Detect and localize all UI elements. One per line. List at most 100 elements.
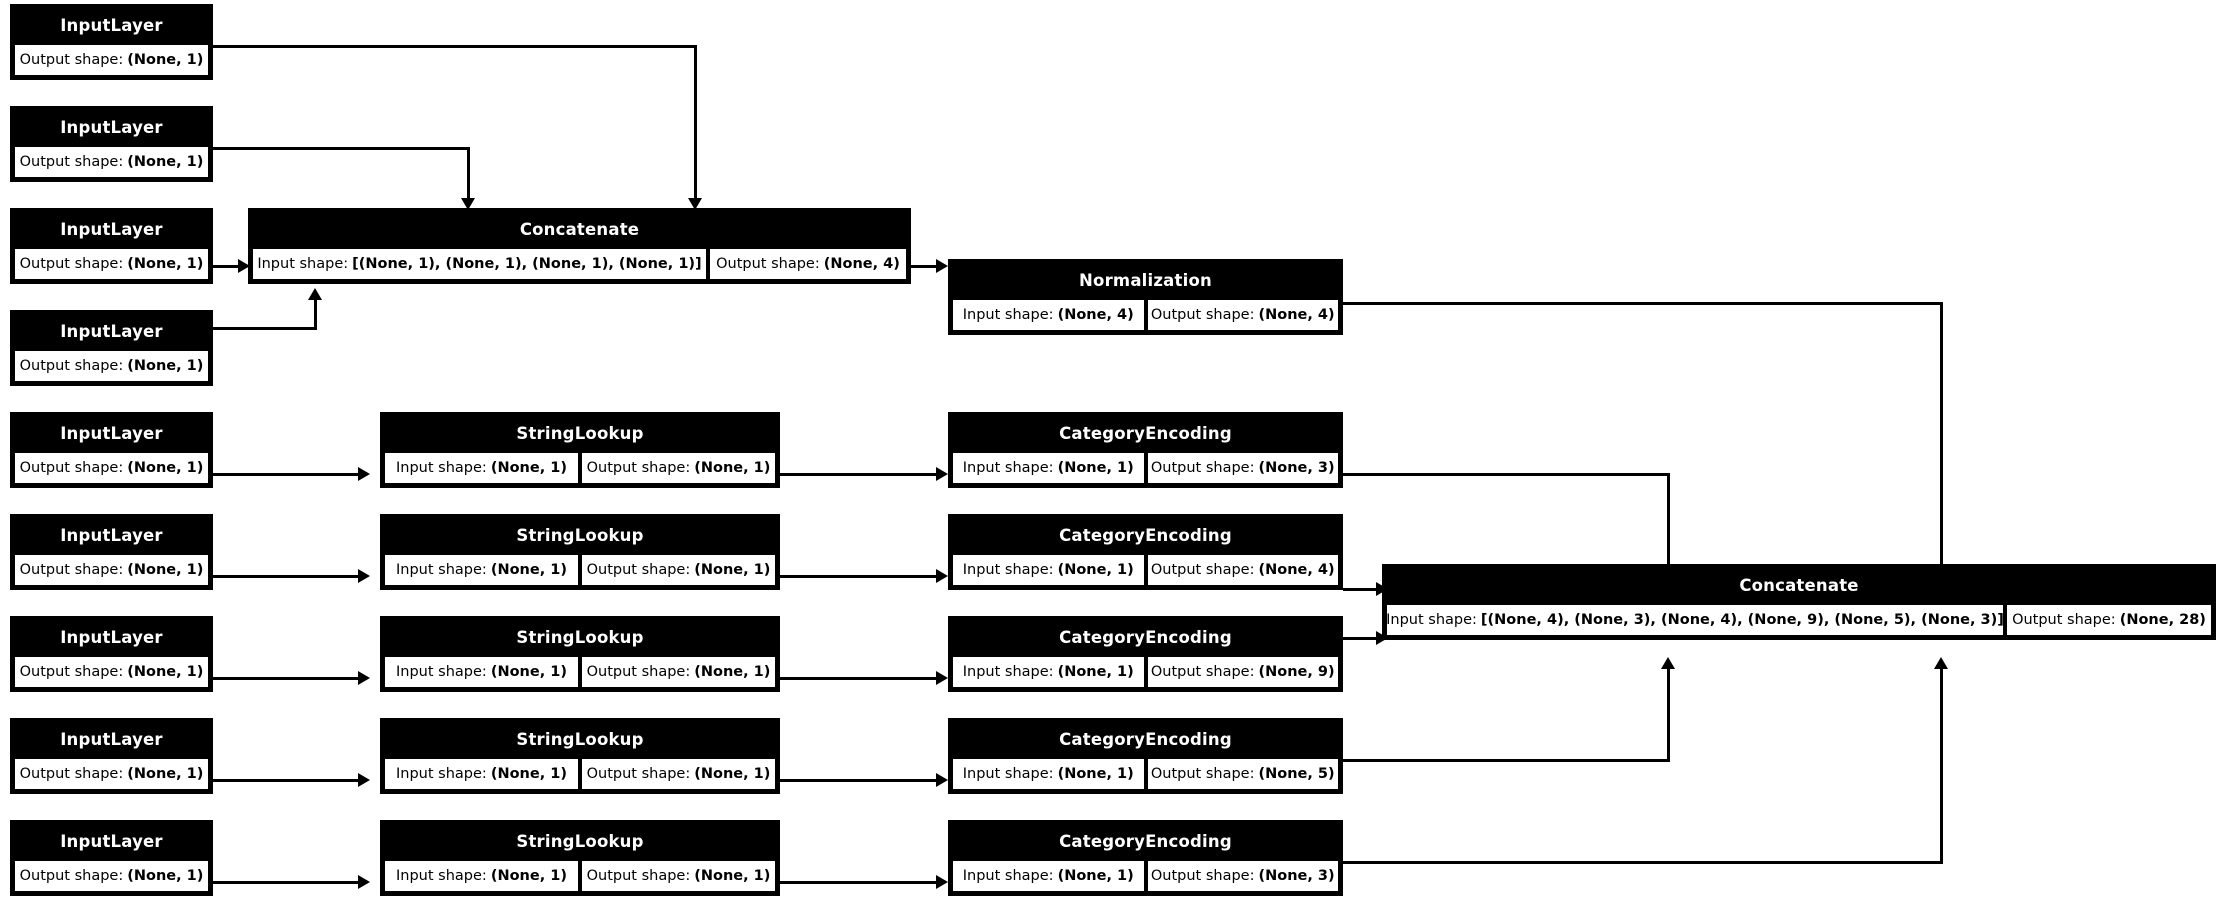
input-shape-cell: Input shape: (None, 1)	[383, 655, 580, 689]
edge-lookup5-to-encode5	[780, 881, 943, 884]
output-shape-prefix: Output shape:	[586, 664, 691, 680]
node-title: Concatenate	[1385, 567, 2213, 603]
node-concatenate-numeric[interactable]: Concatenate Input shape: [(None, 1), (No…	[248, 208, 911, 284]
output-shape-cell: Output shape: (None, 1)	[13, 247, 210, 281]
node-category-encoding-1[interactable]: CategoryEncoding Input shape: (None, 1) …	[948, 412, 1343, 488]
output-shape-value: (None, 1)	[694, 664, 771, 680]
node-input-layer-8[interactable]: InputLayer Output shape: (None, 1)	[10, 718, 213, 794]
output-shape-cell: Output shape: (None, 1)	[13, 145, 210, 179]
node-string-lookup-1[interactable]: StringLookup Input shape: (None, 1) Outp…	[380, 412, 780, 488]
arrowhead-input1-concat	[688, 198, 702, 210]
output-shape-prefix: Output shape:	[19, 154, 124, 170]
arrowhead-input9-lookup5	[358, 875, 370, 889]
node-input-layer-4[interactable]: InputLayer Output shape: (None, 1)	[10, 310, 213, 386]
output-shape-value: (None, 1)	[127, 562, 204, 578]
node-title: CategoryEncoding	[951, 619, 1340, 655]
output-shape-cell: Output shape: (None, 9)	[1145, 655, 1340, 689]
node-title: CategoryEncoding	[951, 823, 1340, 859]
edge-normalization-to-concatall-drop	[1940, 302, 1943, 577]
node-title: StringLookup	[383, 619, 777, 655]
edge-input4-to-concat	[213, 327, 317, 330]
input-shape-cell: Input shape: (None, 1)	[951, 553, 1146, 587]
arrowhead-input4-concat	[308, 288, 322, 300]
edge-input3-to-concat	[213, 265, 239, 268]
node-concatenate-all[interactable]: Concatenate Input shape: [(None, 4), (No…	[1382, 564, 2216, 640]
node-category-encoding-4[interactable]: CategoryEncoding Input shape: (None, 1) …	[948, 718, 1343, 794]
edge-normalization-to-concatall	[1343, 302, 1943, 305]
node-string-lookup-2[interactable]: StringLookup Input shape: (None, 1) Outp…	[380, 514, 780, 590]
output-shape-cell: Output shape: (None, 28)	[2005, 603, 2213, 637]
output-shape-value: (None, 5)	[1258, 766, 1335, 782]
output-shape-prefix: Output shape:	[1150, 868, 1255, 884]
node-shape-row: Output shape: (None, 1)	[13, 655, 210, 689]
node-title: InputLayer	[13, 823, 210, 859]
output-shape-prefix: Output shape:	[1150, 562, 1255, 578]
node-input-layer-6[interactable]: InputLayer Output shape: (None, 1)	[10, 514, 213, 590]
input-shape-cell: Input shape: (None, 1)	[951, 655, 1146, 689]
node-shape-row: Input shape: (None, 1) Output shape: (No…	[383, 859, 777, 893]
output-shape-cell: Output shape: (None, 4)	[1145, 298, 1340, 332]
edge-input4-to-concat-rise	[314, 298, 317, 330]
edge-input6-to-lookup2	[213, 575, 361, 578]
node-shape-row: Input shape: (None, 1) Output shape: (No…	[383, 757, 777, 791]
node-title: InputLayer	[13, 313, 210, 349]
node-string-lookup-5[interactable]: StringLookup Input shape: (None, 1) Outp…	[380, 820, 780, 896]
node-normalization[interactable]: Normalization Input shape: (None, 4) Out…	[948, 259, 1343, 335]
node-category-encoding-5[interactable]: CategoryEncoding Input shape: (None, 1) …	[948, 820, 1343, 896]
node-shape-row: Output shape: (None, 1)	[13, 247, 210, 281]
arrowhead-lookup2-encode2	[936, 569, 948, 583]
output-shape-value: (None, 1)	[127, 766, 204, 782]
arrowhead-lookup4-encode4	[936, 773, 948, 787]
output-shape-prefix: Output shape:	[586, 460, 691, 476]
node-input-layer-5[interactable]: InputLayer Output shape: (None, 1)	[10, 412, 213, 488]
output-shape-value: (None, 1)	[694, 460, 771, 476]
edge-input8-to-lookup4	[213, 779, 361, 782]
node-title: StringLookup	[383, 721, 777, 757]
input-shape-value: (None, 1)	[1057, 664, 1134, 680]
edge-encode4-to-concatall	[1343, 759, 1670, 762]
input-shape-value: (None, 1)	[490, 868, 567, 884]
output-shape-value: (None, 3)	[1258, 868, 1335, 884]
node-title: InputLayer	[13, 415, 210, 451]
edge-encode5-to-concatall-rise	[1940, 668, 1943, 864]
output-shape-value: (None, 4)	[1258, 562, 1335, 578]
edge-lookup1-to-encode1	[780, 473, 943, 476]
output-shape-cell: Output shape: (None, 5)	[1145, 757, 1340, 791]
output-shape-value: (None, 4)	[1258, 307, 1335, 323]
node-input-layer-1[interactable]: InputLayer Output shape: (None, 1)	[10, 4, 213, 80]
edge-lookup4-to-encode4	[780, 779, 943, 782]
node-input-layer-3[interactable]: InputLayer Output shape: (None, 1)	[10, 208, 213, 284]
input-shape-cell: Input shape: [(None, 4), (None, 3), (Non…	[1385, 603, 2005, 637]
node-input-layer-9[interactable]: InputLayer Output shape: (None, 1)	[10, 820, 213, 896]
node-category-encoding-3[interactable]: CategoryEncoding Input shape: (None, 1) …	[948, 616, 1343, 692]
node-input-layer-2[interactable]: InputLayer Output shape: (None, 1)	[10, 106, 213, 182]
node-input-layer-7[interactable]: InputLayer Output shape: (None, 1)	[10, 616, 213, 692]
input-shape-value: (None, 1)	[490, 562, 567, 578]
output-shape-cell: Output shape: (None, 1)	[580, 655, 777, 689]
node-title: Normalization	[951, 262, 1340, 298]
output-shape-prefix: Output shape:	[19, 358, 124, 374]
input-shape-value: (None, 1)	[490, 460, 567, 476]
input-shape-cell: Input shape: (None, 1)	[383, 757, 580, 791]
node-shape-row: Output shape: (None, 1)	[13, 553, 210, 587]
node-string-lookup-4[interactable]: StringLookup Input shape: (None, 1) Outp…	[380, 718, 780, 794]
node-shape-row: Output shape: (None, 1)	[13, 757, 210, 791]
node-title: InputLayer	[13, 721, 210, 757]
output-shape-prefix: Output shape:	[1150, 307, 1255, 323]
output-shape-value: (None, 4)	[823, 256, 900, 272]
node-string-lookup-3[interactable]: StringLookup Input shape: (None, 1) Outp…	[380, 616, 780, 692]
node-shape-row: Output shape: (None, 1)	[13, 145, 210, 179]
node-category-encoding-2[interactable]: CategoryEncoding Input shape: (None, 1) …	[948, 514, 1343, 590]
output-shape-value: (None, 1)	[127, 154, 204, 170]
input-shape-prefix: Input shape:	[962, 766, 1054, 782]
arrowhead-input2-concat	[461, 198, 475, 210]
input-shape-value: (None, 1)	[490, 664, 567, 680]
output-shape-cell: Output shape: (None, 4)	[1145, 553, 1340, 587]
node-title: StringLookup	[383, 415, 777, 451]
node-title: InputLayer	[13, 619, 210, 655]
input-shape-cell: Input shape: (None, 1)	[951, 757, 1146, 791]
edge-input2-to-concat	[213, 147, 470, 150]
input-shape-cell: Input shape: (None, 1)	[951, 859, 1146, 893]
node-shape-row: Input shape: (None, 1) Output shape: (No…	[951, 655, 1340, 689]
